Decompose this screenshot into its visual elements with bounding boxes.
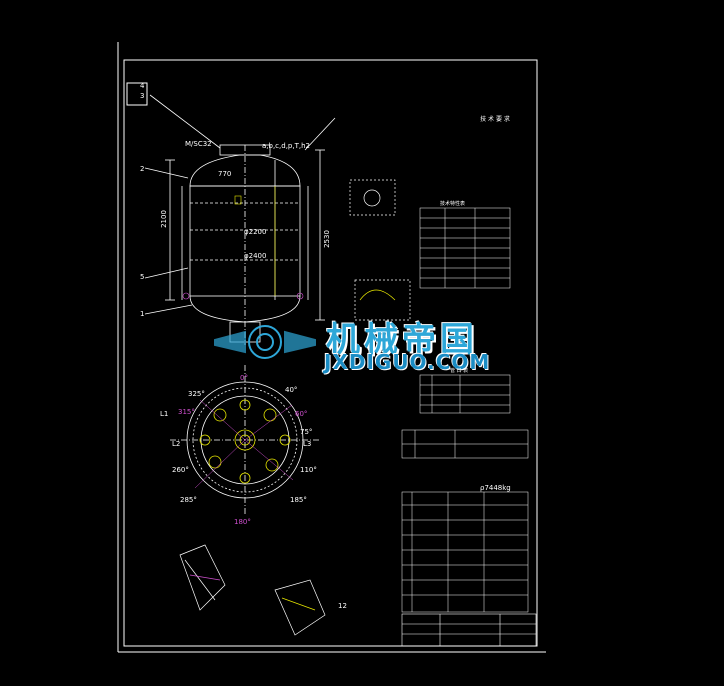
plan-spokes [194, 399, 294, 489]
angle-285: 285° [180, 496, 197, 504]
angle-40: 40° [285, 386, 298, 394]
dia-2200: φ2200 [244, 228, 267, 236]
angle-325: 325° [188, 390, 205, 398]
part-5: 5 [140, 273, 145, 281]
bill-of-materials [401, 491, 529, 613]
detail-view-c [179, 544, 226, 611]
small-table [401, 429, 529, 459]
dim-770: 770 [218, 170, 232, 178]
nozzle-table-title: 管 口 表 [450, 368, 469, 374]
technical-notes: 技 术 要 求 [410, 116, 580, 124]
dim-2100: 2100 [159, 210, 168, 228]
label-L2: L2 [172, 440, 181, 448]
angle-60: 60° [295, 410, 308, 418]
dim-2530: 2530 [322, 230, 331, 248]
part-1: 1 [140, 310, 145, 318]
watermark-cn: 机械帝国 [326, 320, 478, 360]
nozzle-table [419, 374, 511, 414]
plan-nozzles [199, 399, 291, 484]
watermark-en: JXDIGUO.COM [324, 350, 491, 374]
detail-view-b [354, 279, 411, 321]
watermark-gear-icon [214, 325, 316, 359]
part-12: 12 [338, 602, 347, 610]
part-3: 3 [140, 92, 145, 100]
angle-315: 315° [178, 408, 195, 416]
vessel-nozzles [182, 292, 304, 300]
angle-185: 185° [290, 496, 307, 504]
outer-frame [117, 42, 546, 653]
angle-0: 0° [240, 374, 248, 382]
watermark: 机械帝国 JXDIGUO.COM [322, 312, 512, 374]
angle-180: 180° [234, 518, 251, 526]
weight-label: ρ7448kg [480, 484, 511, 492]
nozzle-top-label: M/SC32 [185, 140, 212, 148]
detail-view-d [274, 579, 326, 636]
spec-table [419, 207, 511, 289]
part-2: 2 [140, 165, 145, 173]
angle-110: 110° [300, 466, 317, 474]
spec-table-title: 技术特性表 [440, 201, 466, 207]
dia-2400: φ2400 [244, 252, 267, 260]
angle-260: 260° [172, 466, 189, 474]
label-L3: L3 [303, 440, 312, 448]
vessel-elevation [144, 94, 336, 345]
angle-75: 75° [300, 428, 313, 436]
detail-view-a [349, 179, 396, 216]
nozzle-list-label: a,b,c,d,p,T,h2 [262, 142, 310, 150]
title-block [401, 613, 537, 647]
label-L1: L1 [160, 410, 169, 418]
notes-title: 技 术 要 求 [480, 116, 510, 123]
part-4: 4 [140, 82, 145, 90]
vessel-accents [234, 186, 276, 296]
